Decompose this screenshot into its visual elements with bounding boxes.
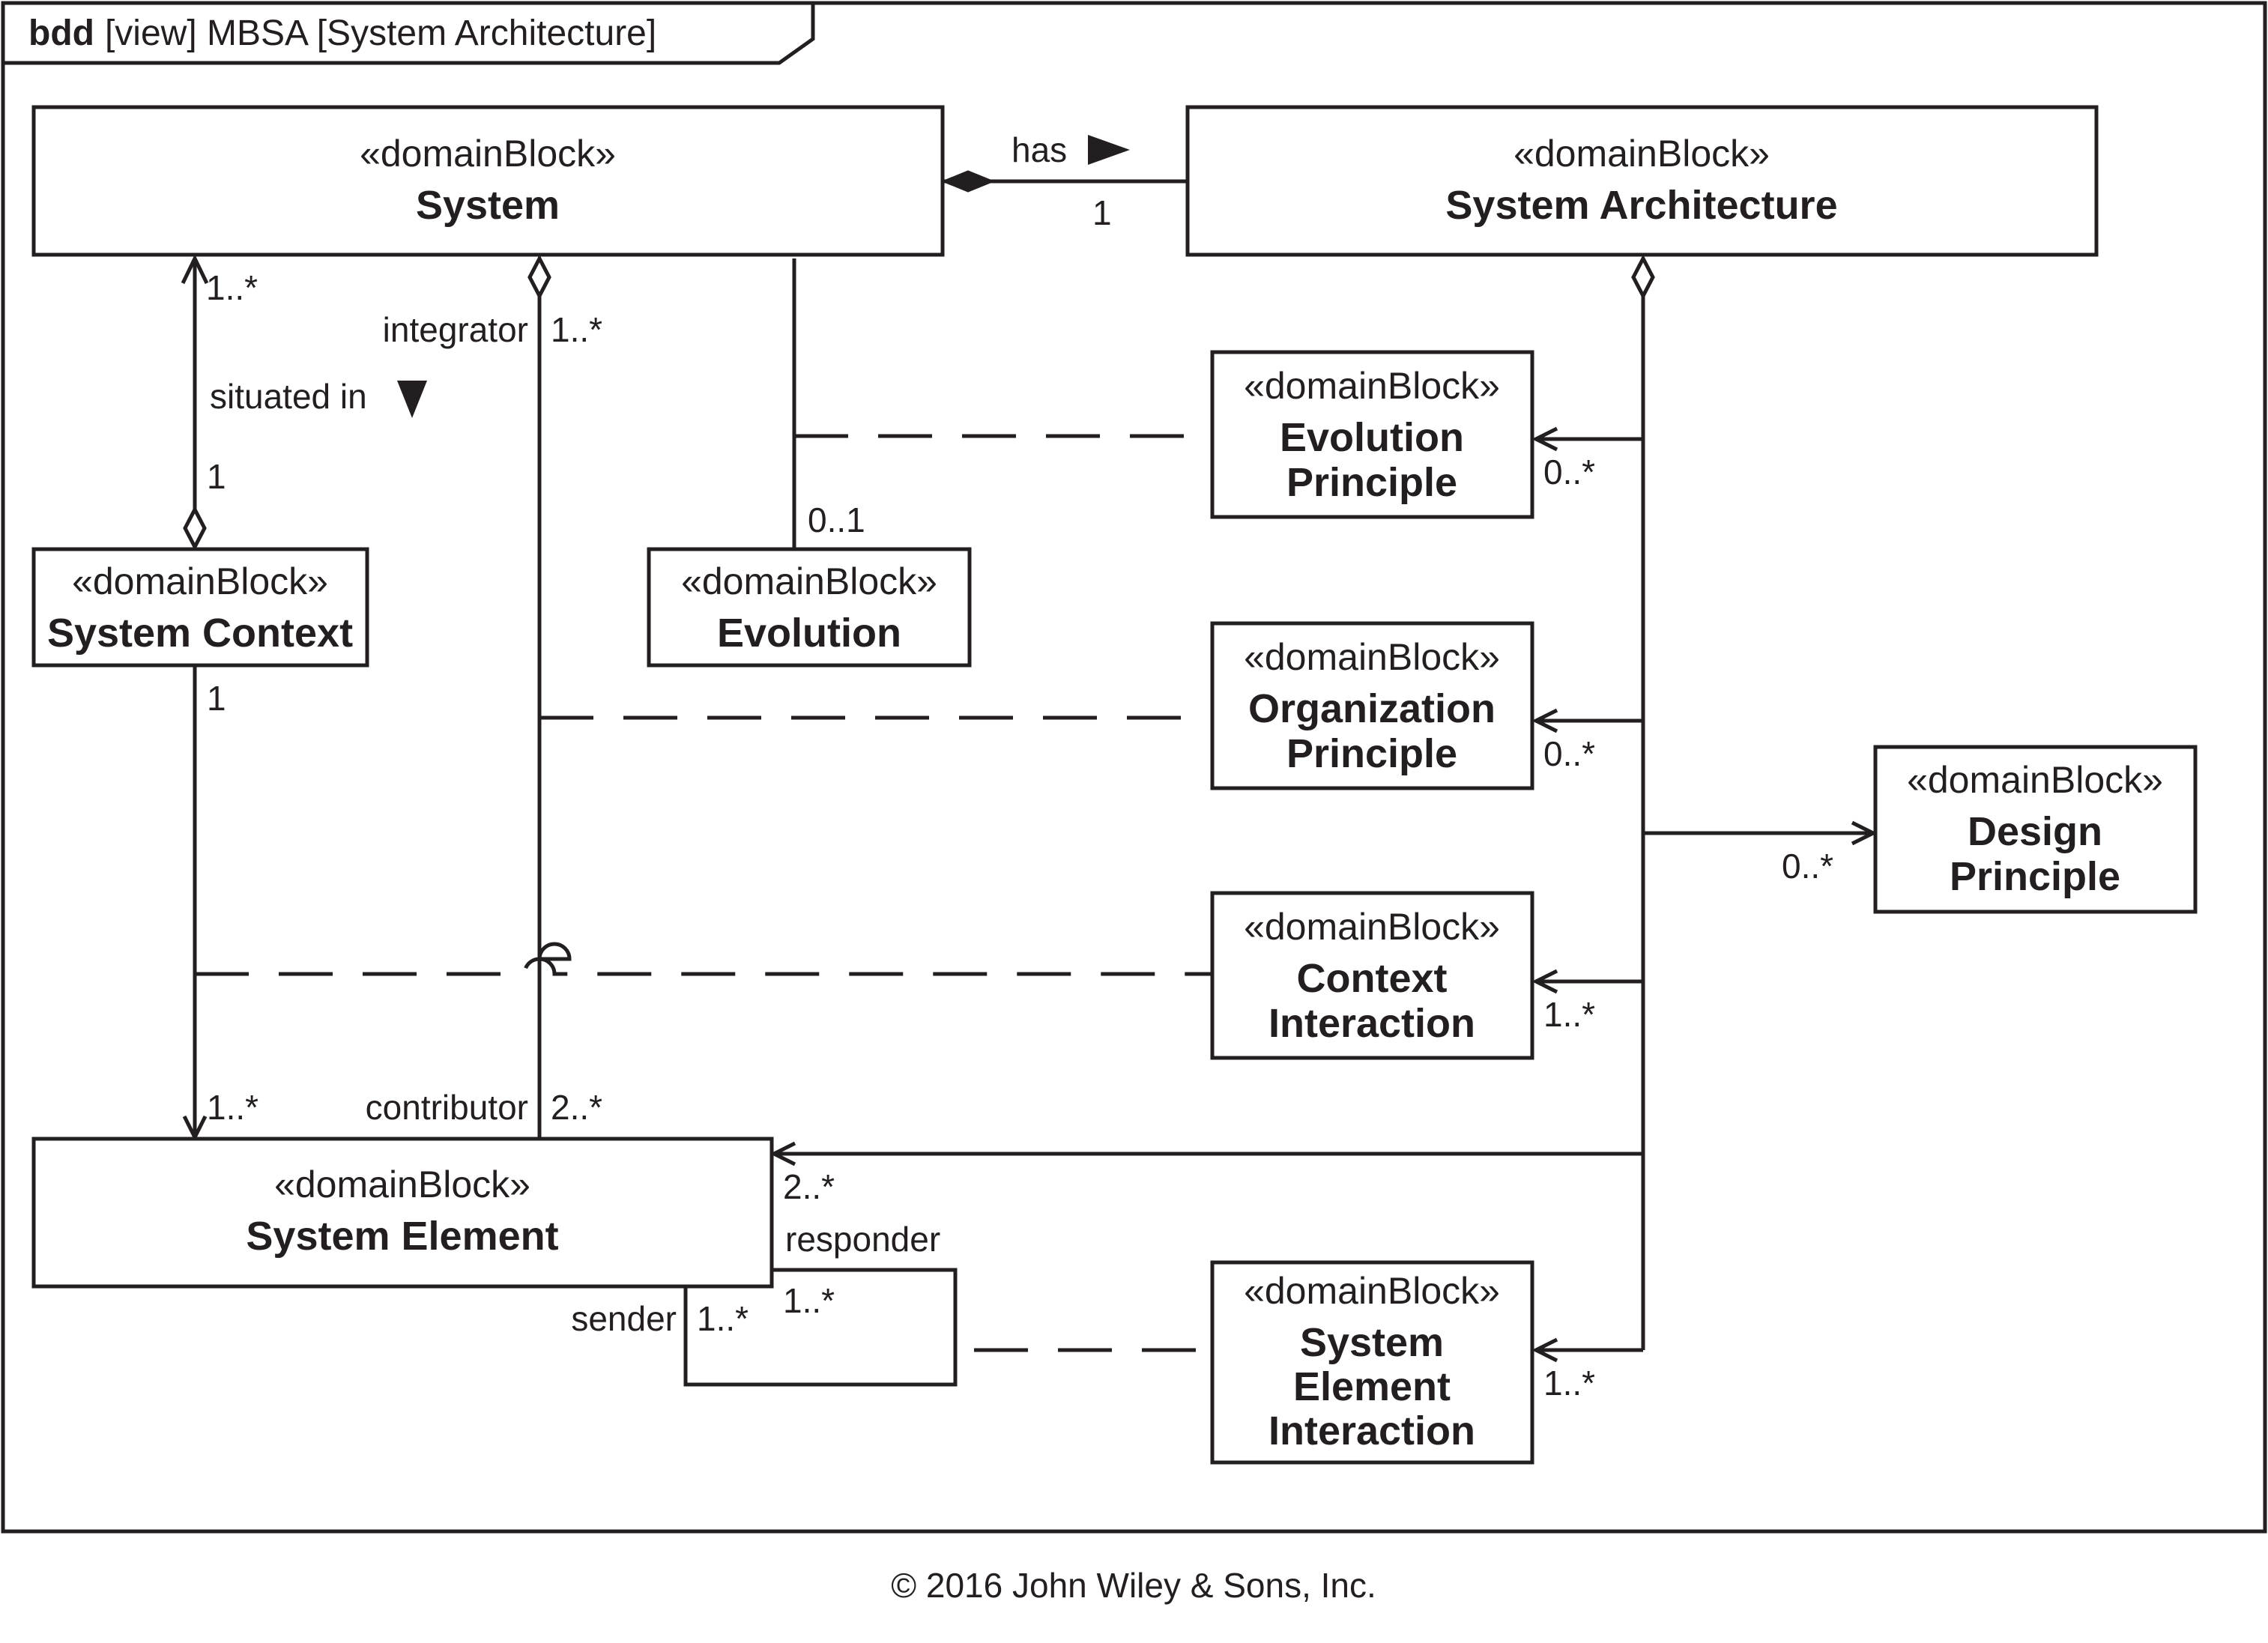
block-evolution-principle-stereotype: «domainBlock»: [1244, 365, 1500, 407]
organization-principle-mult: 0..*: [1543, 734, 1595, 773]
situated-in-mult-system: 1..*: [206, 268, 258, 307]
frame-header: [view] MBSA [System Architecture]: [105, 13, 656, 53]
block-organization-principle[interactable]: «domainBlock» Organization Principle: [1210, 621, 1534, 790]
copyright-footer: © 2016 John Wiley & Sons, Inc.: [891, 1566, 1376, 1605]
responder-mult: 1..*: [783, 1281, 835, 1320]
situated-in-arrowhead: [181, 254, 209, 285]
block-design-principle[interactable]: «domainBlock» Design Principle: [1873, 745, 2198, 914]
sender-mult: 1..*: [697, 1299, 749, 1338]
block-design-principle-stereotype: «domainBlock»: [1907, 759, 2163, 801]
situated-in-mult-context: 1: [207, 457, 226, 496]
responder-role: responder: [785, 1220, 940, 1259]
frame-title: bdd [view] MBSA [System Architecture]: [28, 13, 656, 53]
block-system-element[interactable]: «domainBlock» System Element: [31, 1137, 774, 1289]
contributor-mult: 2..*: [551, 1088, 602, 1127]
block-system[interactable]: «domainBlock» System: [31, 105, 945, 257]
block-system-architecture[interactable]: «domainBlock» System Architecture: [1185, 105, 2099, 257]
has-multiplicity: 1: [1092, 193, 1112, 232]
design-principle-mult: 0..*: [1782, 847, 1833, 886]
diagram-frame: [1, 1, 2267, 1534]
block-system-element-interaction-name-line1: System: [1300, 1320, 1444, 1365]
situated-in-direction-triangle: [397, 381, 427, 418]
block-system-context[interactable]: «domainBlock» System Context: [31, 547, 369, 668]
integrator-role: integrator: [383, 310, 528, 349]
block-design-principle-name-line2: Principle: [1950, 854, 2120, 899]
block-evolution-principle[interactable]: «domainBlock» Evolution Principle: [1210, 350, 1534, 519]
block-system-architecture-name: System Architecture: [1445, 183, 1837, 228]
block-system-element-interaction-name-line3: Interaction: [1268, 1408, 1475, 1453]
system-element-interaction-mult: 1..*: [1543, 1364, 1595, 1403]
contributor-role: contributor: [366, 1088, 528, 1127]
sender-role: sender: [571, 1299, 677, 1338]
situated-in-aggregation-diamond: [183, 505, 207, 551]
block-evolution-name: Evolution: [717, 611, 901, 656]
block-system-element-stereotype: «domainBlock»: [274, 1164, 530, 1205]
element-mult-from-context: 1..*: [207, 1088, 258, 1127]
block-system-stereotype: «domainBlock»: [360, 133, 616, 175]
architecture-aggregation-diamond: [1631, 254, 1655, 300]
block-design-principle-name-line1: Design: [1968, 809, 2102, 854]
context-mult: 1: [207, 679, 226, 718]
frame-keyword: bdd: [28, 13, 94, 53]
block-context-interaction-stereotype: «domainBlock»: [1244, 906, 1500, 948]
block-system-context-name: System Context: [47, 611, 353, 656]
context-interaction-dashed-link: [195, 957, 1212, 976]
integrator-mult: 1..*: [551, 310, 602, 349]
has-direction-triangle: [1088, 135, 1130, 165]
integrator-association: [537, 296, 572, 1139]
evolution-mult: 0..1: [808, 500, 865, 539]
block-organization-principle-name-line1: Organization: [1248, 686, 1496, 731]
block-evolution-principle-name-line2: Principle: [1286, 460, 1457, 505]
block-system-element-interaction-name-line2: Element: [1293, 1364, 1451, 1409]
block-evolution-stereotype: «domainBlock»: [681, 560, 937, 602]
integrator-aggregation-diamond: [527, 254, 551, 300]
situated-in-label: situated in: [210, 377, 367, 416]
block-system-name: System: [416, 183, 560, 228]
block-context-interaction-name-line2: Interaction: [1268, 1001, 1475, 1046]
block-organization-principle-stereotype: «domainBlock»: [1244, 636, 1500, 678]
composite-diamond: [941, 170, 995, 193]
frame-header-tab: [3, 3, 815, 65]
has-label: has: [1011, 130, 1067, 169]
context-interaction-mult: 1..*: [1543, 995, 1595, 1034]
block-evolution-principle-name-line1: Evolution: [1280, 415, 1464, 460]
block-system-element-name: System Element: [246, 1214, 558, 1259]
interaction-self-association: [683, 1268, 958, 1387]
block-system-element-interaction[interactable]: «domainBlock» System Element Interaction: [1210, 1260, 1534, 1465]
block-context-interaction[interactable]: «domainBlock» Context Interaction: [1210, 891, 1534, 1060]
system-element-mult-from-arch: 2..*: [783, 1167, 835, 1206]
block-context-interaction-name-line1: Context: [1297, 956, 1448, 1001]
block-system-architecture-stereotype: «domainBlock»: [1513, 133, 1770, 175]
block-organization-principle-name-line2: Principle: [1286, 731, 1457, 776]
block-evolution[interactable]: «domainBlock» Evolution: [647, 547, 972, 668]
block-system-element-interaction-stereotype: «domainBlock»: [1244, 1270, 1500, 1312]
block-system-context-stereotype: «domainBlock»: [72, 560, 328, 602]
evolution-principle-mult: 0..*: [1543, 453, 1595, 491]
